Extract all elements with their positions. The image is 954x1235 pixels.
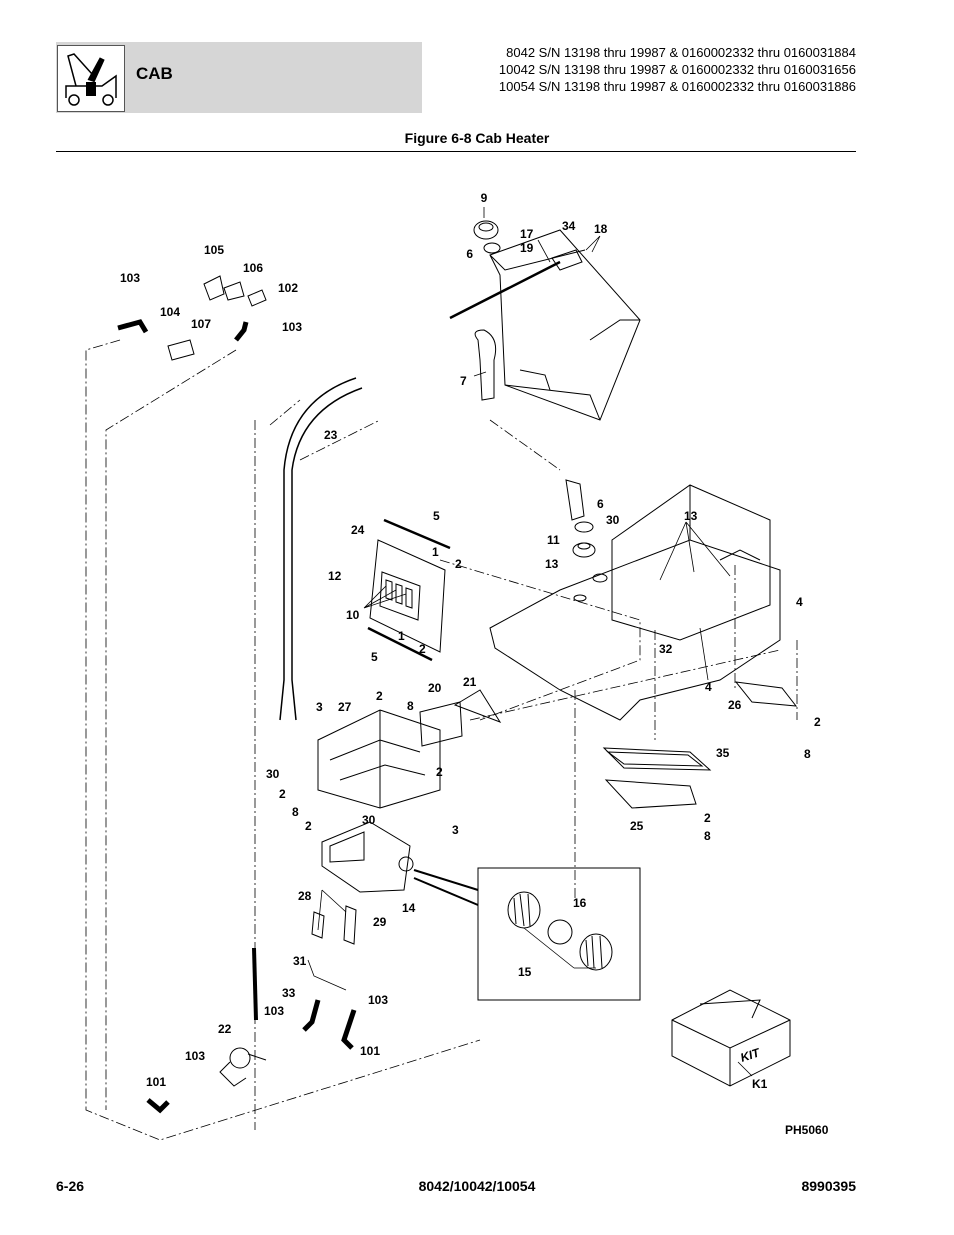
callout: 104 (160, 305, 180, 319)
callout: 5 (371, 650, 378, 664)
callout: 2 (305, 819, 312, 833)
callout: 30 (266, 767, 280, 781)
callout: 10 (346, 608, 360, 622)
callout: 33 (282, 986, 296, 1000)
callout: 107 (191, 317, 211, 331)
callout: 9 (481, 191, 488, 205)
header-divider (56, 151, 856, 152)
callout: 22 (218, 1022, 232, 1036)
callout: 32 (659, 642, 673, 656)
callout: 11 (547, 533, 560, 547)
serial-line: 10054 S/N 13198 thru 19987 & 0160002332 … (498, 79, 856, 94)
callout: 18 (594, 222, 608, 236)
callout: 8 (407, 699, 414, 713)
callout: 26 (728, 698, 742, 712)
callout: 16 (573, 896, 587, 910)
callout: 20 (428, 681, 442, 695)
callout: 30 (362, 813, 376, 827)
callout: 2 (436, 765, 443, 779)
callout: 102 (278, 281, 298, 295)
model-list: 8042/10042/10054 (418, 1178, 536, 1194)
callout: 103 (264, 1004, 284, 1018)
callout: 17 (520, 227, 534, 241)
callout: 105 (204, 243, 224, 257)
callout: 2 (704, 811, 711, 825)
callout: 3 (316, 700, 323, 714)
callout: 5 (433, 509, 440, 523)
callout: 2 (279, 787, 286, 801)
callout: 34 (562, 219, 576, 233)
serial-line: 10042 S/N 13198 thru 19987 & 0160002332 … (498, 62, 856, 77)
callout: 8 (704, 829, 711, 843)
callout: 2 (419, 642, 426, 656)
callout: 6 (466, 247, 473, 261)
callout: 27 (338, 700, 352, 714)
callout: 3 (452, 823, 459, 837)
callout: 6 (597, 497, 604, 511)
callout: 101 (146, 1075, 166, 1089)
callout: 21 (463, 675, 477, 689)
callout: 4 (705, 680, 712, 694)
callout: 2 (455, 557, 462, 571)
serial-line: 8042 S/N 13198 thru 19987 & 0160002332 t… (506, 45, 856, 60)
callout: 103 (120, 271, 140, 285)
photo-id: PH5060 (785, 1123, 829, 1137)
kit-box-label: KIT (739, 1045, 763, 1065)
callout: 103 (185, 1049, 205, 1063)
callout: 15 (518, 965, 532, 979)
callout: 7 (460, 374, 467, 388)
callout: 103 (368, 993, 388, 1007)
callout: 2 (376, 689, 383, 703)
callout: 14 (402, 901, 416, 915)
callout: 31 (293, 954, 307, 968)
callout: 8 (804, 747, 811, 761)
callout: 12 (328, 569, 342, 583)
callout: 29 (373, 915, 387, 929)
page-number: 6-26 (56, 1178, 85, 1194)
callout: 25 (630, 819, 644, 833)
callout: 106 (243, 261, 263, 275)
telehandler-machine-icon (57, 45, 125, 112)
serial-number-list: 8042 S/N 13198 thru 19987 & 0160002332 t… (499, 44, 856, 95)
callout: 1 (398, 629, 405, 643)
callout: 103 (282, 320, 302, 334)
callout: 4 (796, 595, 803, 609)
callout: 28 (298, 889, 312, 903)
callout: 30 (606, 513, 620, 527)
callout: 35 (716, 746, 730, 760)
callout: 8 (292, 805, 299, 819)
callout: 13 (545, 557, 559, 571)
callout: 24 (351, 523, 365, 537)
callout: 23 (324, 428, 338, 442)
document-number: 8990395 (801, 1178, 856, 1194)
callout: K1 (752, 1077, 768, 1091)
callout: 1 (432, 545, 439, 559)
callout: 101 (360, 1044, 380, 1058)
callout: 19 (520, 241, 534, 255)
callout: 2 (814, 715, 821, 729)
section-title: CAB (136, 64, 173, 83)
callout: 13 (684, 509, 698, 523)
figure-title: Figure 6-8 Cab Heater (404, 130, 550, 146)
